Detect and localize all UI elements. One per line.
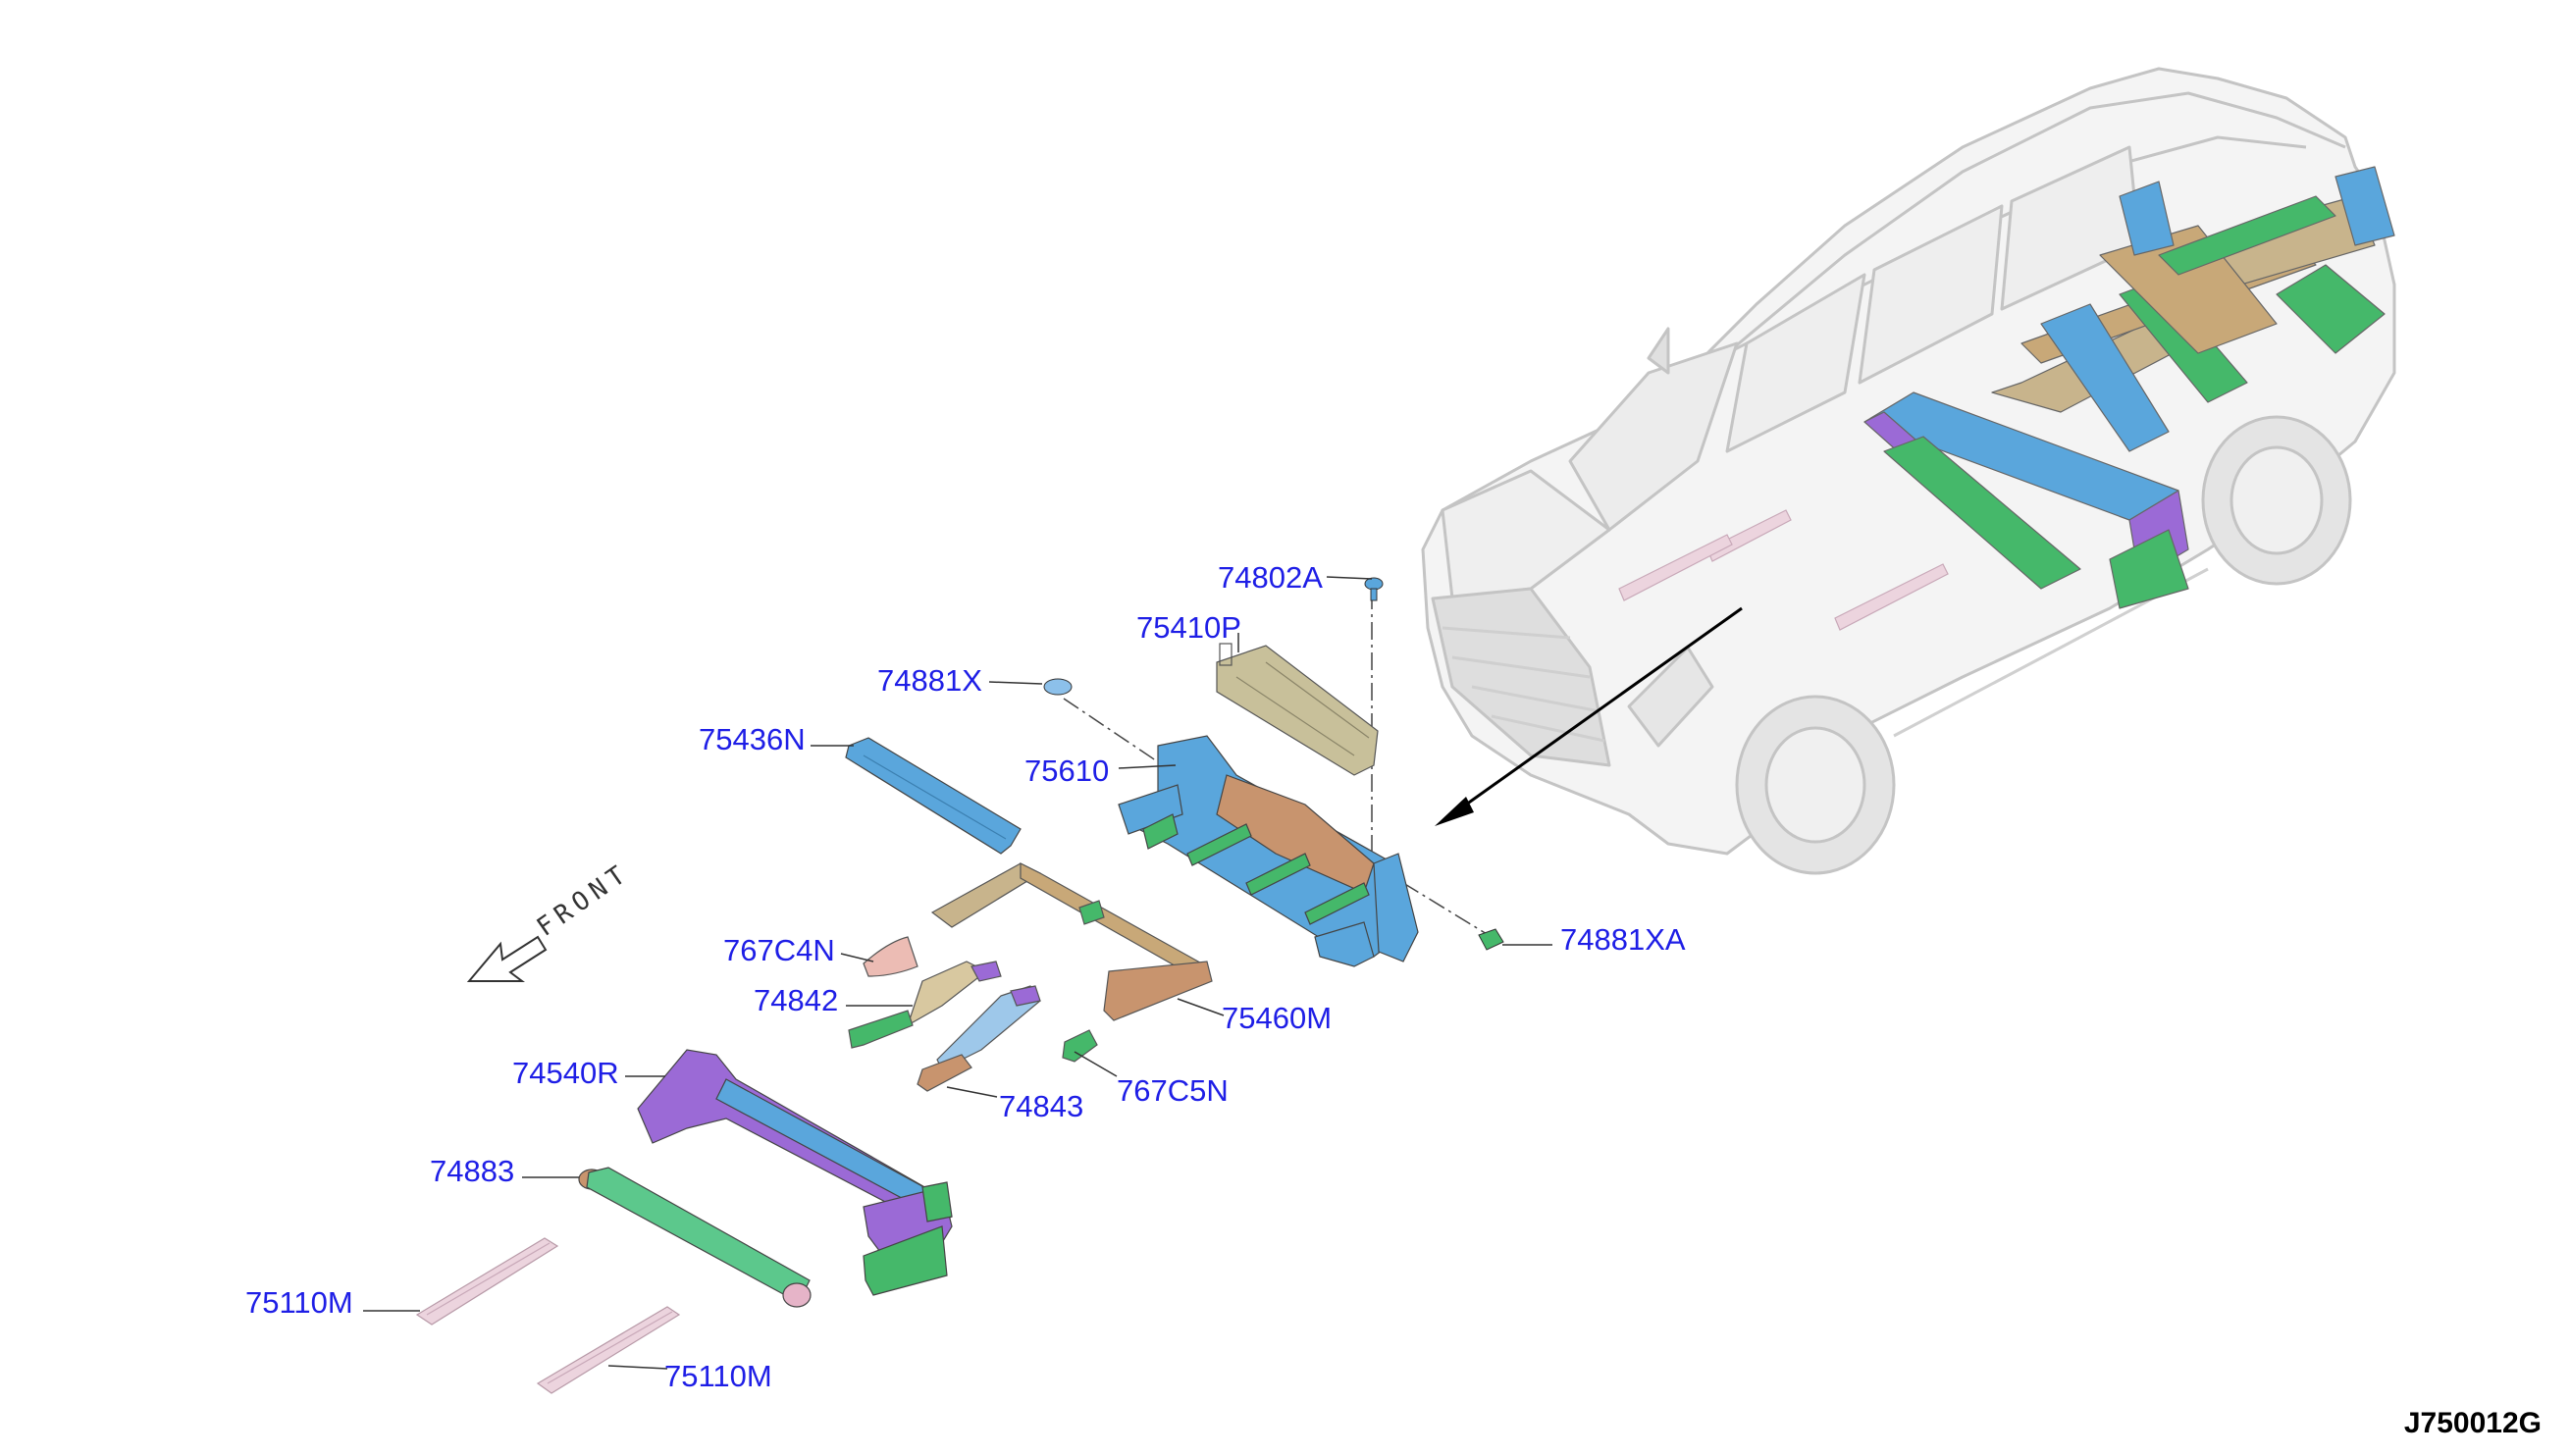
front-arrow-icon — [466, 935, 548, 982]
part-75110M-left — [415, 1237, 559, 1326]
part-74843 — [917, 985, 1041, 1092]
callout-arrow — [1435, 606, 1743, 826]
callout-75110M-left[interactable]: 75110M — [245, 1285, 353, 1320]
callout-75610[interactable]: 75610 — [1024, 754, 1110, 788]
leader-lines — [363, 576, 1552, 1370]
part-74802A — [1364, 577, 1384, 601]
part-74842 — [848, 961, 1002, 1049]
vehicle-floor-frame — [1863, 166, 2395, 609]
part-75610 — [1118, 735, 1419, 967]
callout-75460M[interactable]: 75460M — [1222, 1001, 1333, 1035]
callout-75110M-right[interactable]: 75110M — [664, 1359, 772, 1393]
callout-767C4N[interactable]: 767C4N — [723, 933, 835, 967]
callout-74842[interactable]: 74842 — [754, 983, 839, 1017]
part-74881X — [1043, 678, 1073, 696]
callout-75436N[interactable]: 75436N — [699, 722, 806, 756]
callout-75410P[interactable]: 75410P — [1136, 610, 1241, 645]
part-767C4N — [863, 936, 918, 977]
diagram-code: J750012G — [2404, 1407, 2542, 1439]
part-74881XA — [1478, 928, 1504, 951]
part-75436N — [845, 737, 1022, 855]
callout-74883[interactable]: 74883 — [430, 1154, 515, 1188]
callout-74843[interactable]: 74843 — [999, 1089, 1084, 1123]
callout-74881X[interactable]: 74881X — [877, 663, 982, 698]
part-767C5N — [1062, 1029, 1098, 1063]
callout-74881XA[interactable]: 74881XA — [1560, 922, 1686, 957]
part-75410P — [1216, 643, 1379, 776]
callout-74802A[interactable]: 74802A — [1218, 560, 1323, 595]
part-75110M-right — [536, 1306, 681, 1394]
vehicle-floor-rails — [1618, 509, 1949, 631]
part-75460M — [930, 862, 1213, 1021]
part-74540R — [637, 1049, 953, 1296]
callout-74540R[interactable]: 74540R — [512, 1056, 619, 1090]
front-label: FRONT — [532, 858, 636, 943]
part-74883 — [578, 1167, 812, 1308]
callout-767C5N[interactable]: 767C5N — [1117, 1073, 1229, 1108]
